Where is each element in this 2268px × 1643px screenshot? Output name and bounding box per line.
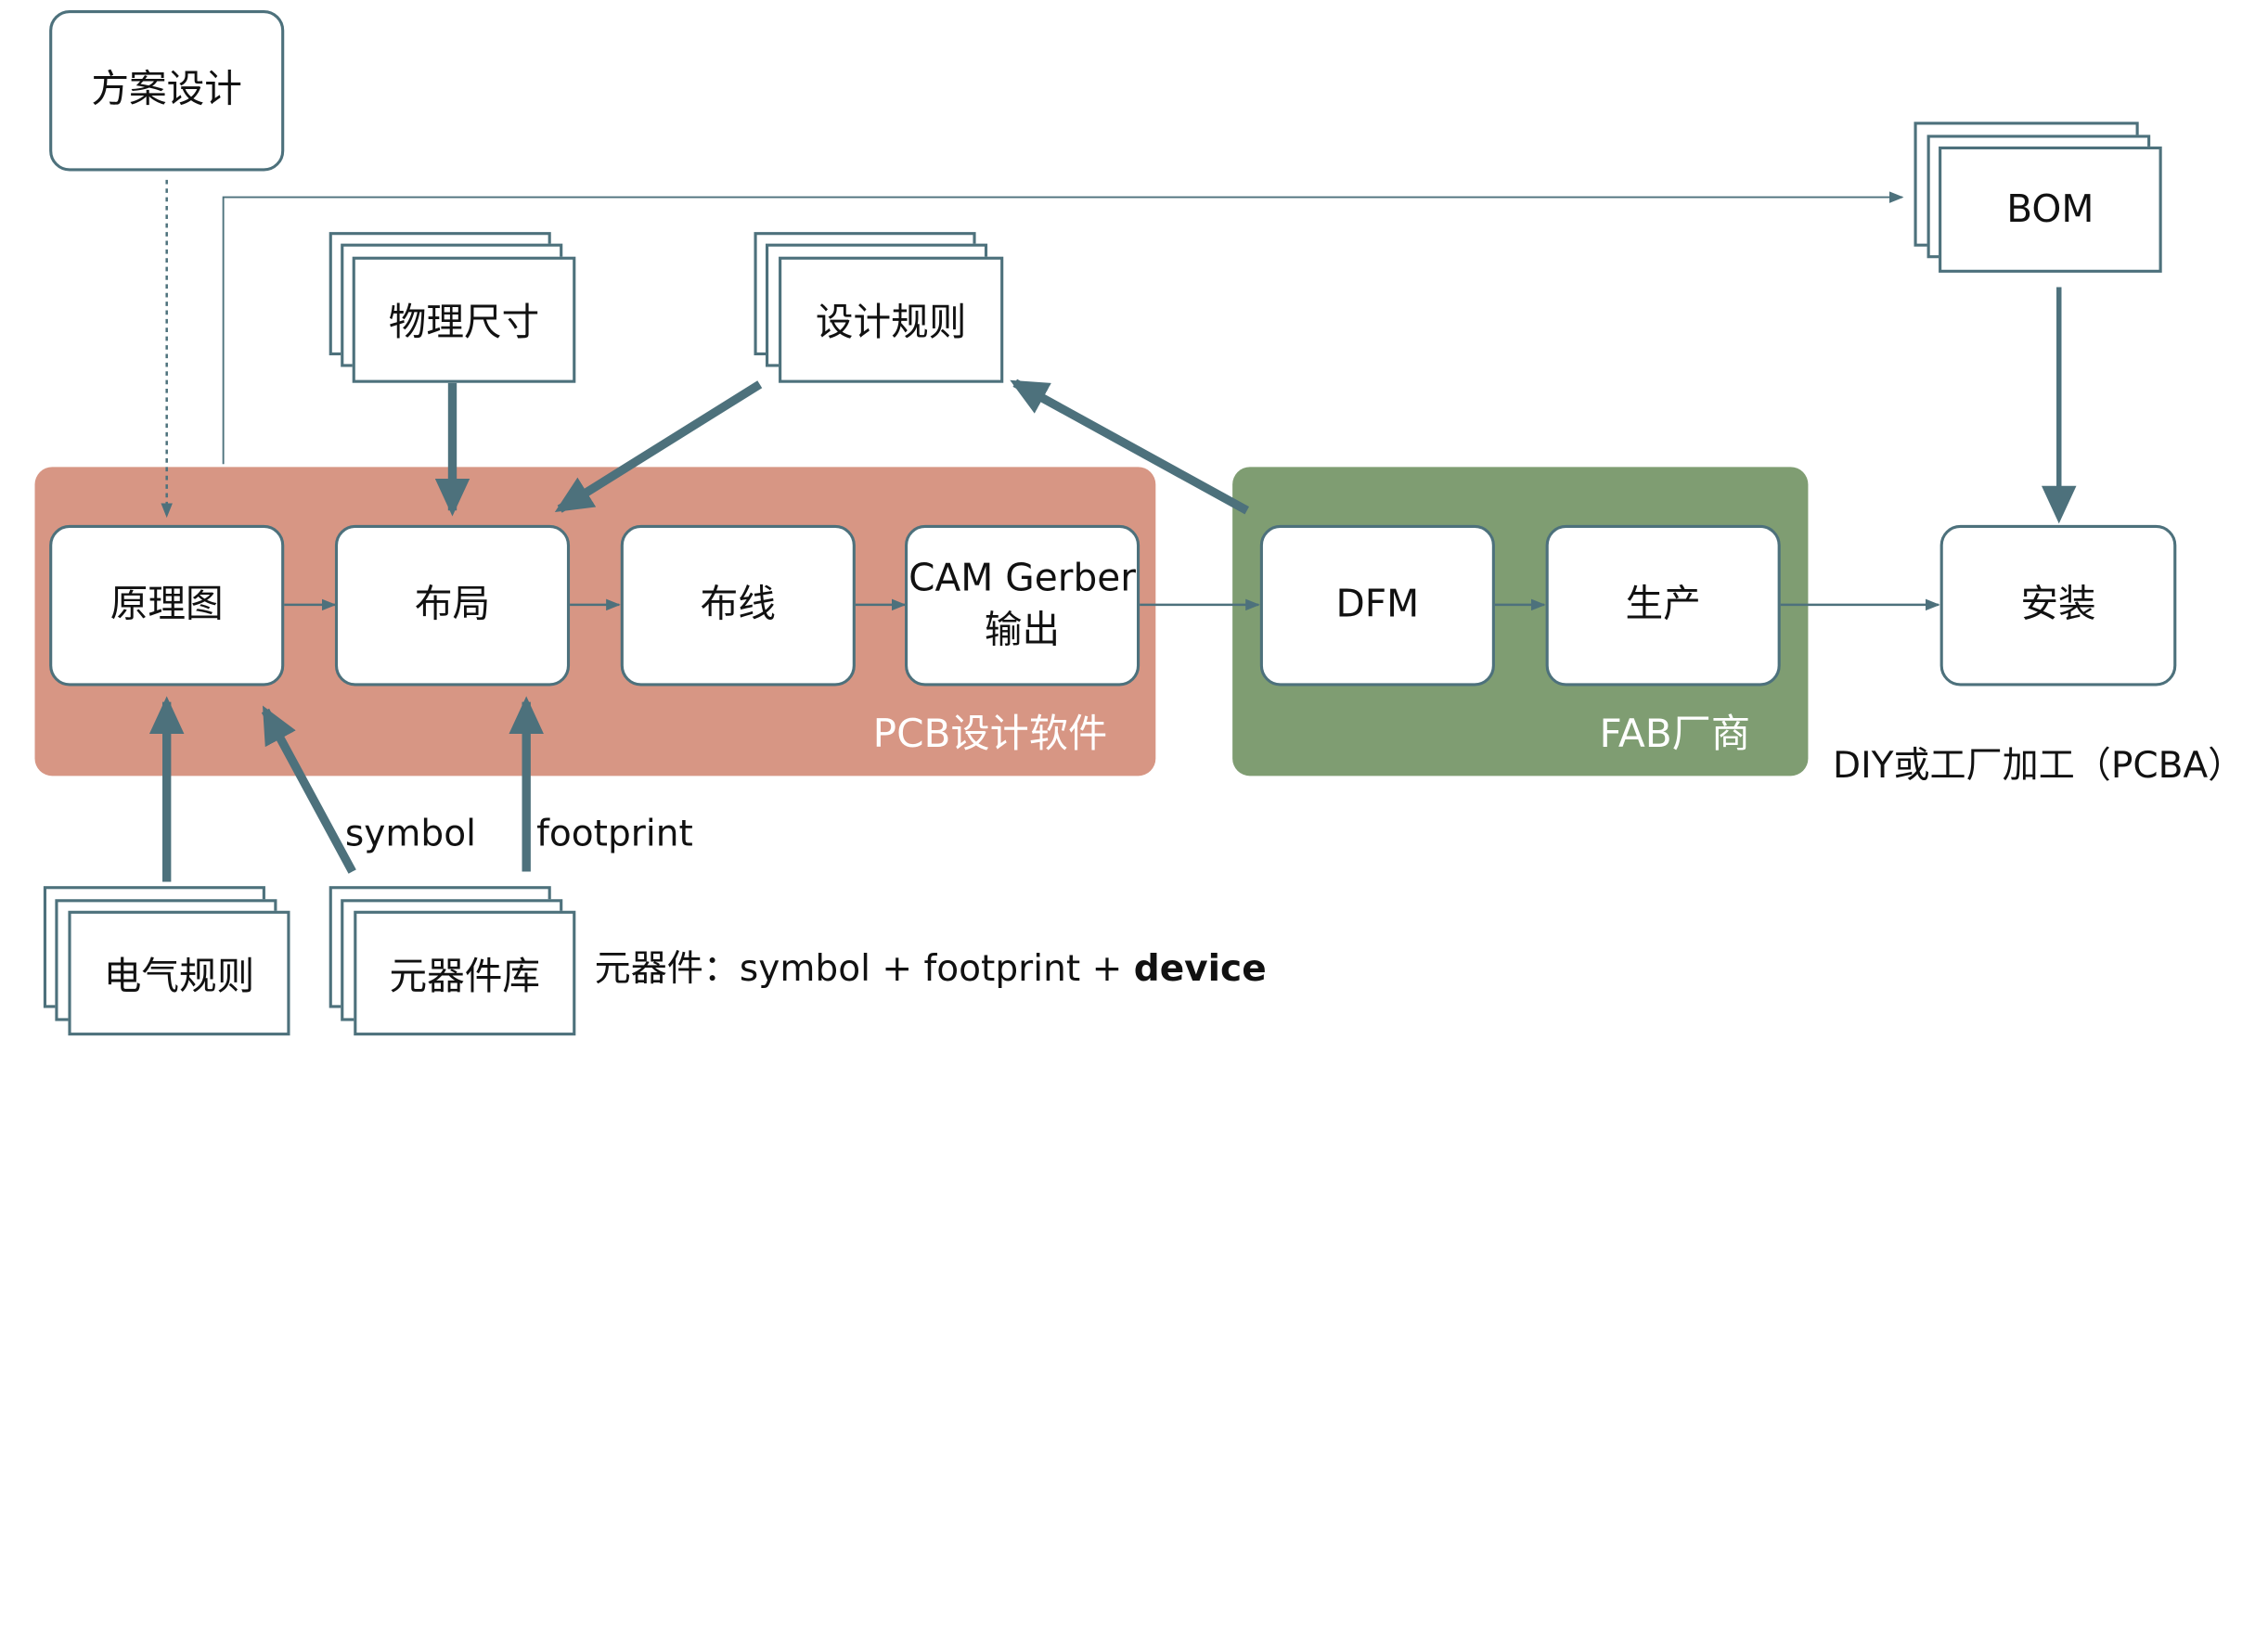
scheme-design-label: 方案设计 xyxy=(91,68,242,112)
component-library-note: 元器件：symbol + footprint + device xyxy=(595,940,1267,992)
physical-size-label: 物理尺寸 xyxy=(388,302,540,346)
component-library-note-prefix: 元器件：symbol + footprint + xyxy=(594,946,1134,990)
physical-size-front: 物理尺寸 xyxy=(352,256,576,383)
design-rules-label: 设计规则 xyxy=(815,302,967,346)
bom-front: BOM xyxy=(1939,146,2162,273)
electrical-rules-label: 电气规则 xyxy=(103,955,255,999)
footprint-edge-label: footprint xyxy=(536,812,693,854)
production-box[interactable]: 生产 xyxy=(1545,524,1781,687)
layout-label: 布局 xyxy=(414,583,491,627)
cam-gerber-label-line2: 输出 xyxy=(984,608,1061,652)
assembly-box[interactable]: 安装 xyxy=(1939,524,2177,687)
fab-vendor-region-label: FAB厂商 xyxy=(1599,712,1751,758)
arrow-design-rules-to-layout xyxy=(554,380,763,513)
cam-gerber-box[interactable]: CAM Gerber 输出 xyxy=(905,524,1140,687)
design-rules-front: 设计规则 xyxy=(779,256,1004,383)
cam-gerber-label-line1: CAM Gerber xyxy=(908,557,1136,601)
arrow-dfm-to-design-rules xyxy=(1010,379,1250,515)
symbol-edge-label: symbol xyxy=(344,812,476,854)
component-library-note-bold: device xyxy=(1133,946,1267,990)
dfm-label: DFM xyxy=(1335,583,1420,627)
dfm-box[interactable]: DFM xyxy=(1259,524,1495,687)
assembly-label: 安装 xyxy=(2020,583,2096,627)
electrical-rules-front: 电气规则 xyxy=(68,910,290,1036)
scheme-design-box[interactable]: 方案设计 xyxy=(49,9,285,172)
assembly-caption: DIY或工厂加工（PCBA） xyxy=(1833,743,2245,787)
arrow-pcb-to-bom xyxy=(222,191,1904,465)
pcb-software-region-label: PCB设计软件 xyxy=(872,712,1108,758)
schematic-box[interactable]: 原理图 xyxy=(49,524,285,687)
component-library-label: 元器件库 xyxy=(389,955,541,999)
arrow-library-symbol-to-schematic xyxy=(261,705,356,874)
bom-label: BOM xyxy=(2006,187,2094,232)
production-label: 生产 xyxy=(1625,583,1701,627)
layout-box[interactable]: 布局 xyxy=(334,524,571,687)
component-library-front: 元器件库 xyxy=(354,910,576,1036)
routing-label: 布线 xyxy=(700,583,776,627)
schematic-label: 原理图 xyxy=(110,583,224,627)
connector-layer xyxy=(148,179,2077,882)
routing-box[interactable]: 布线 xyxy=(620,524,856,687)
